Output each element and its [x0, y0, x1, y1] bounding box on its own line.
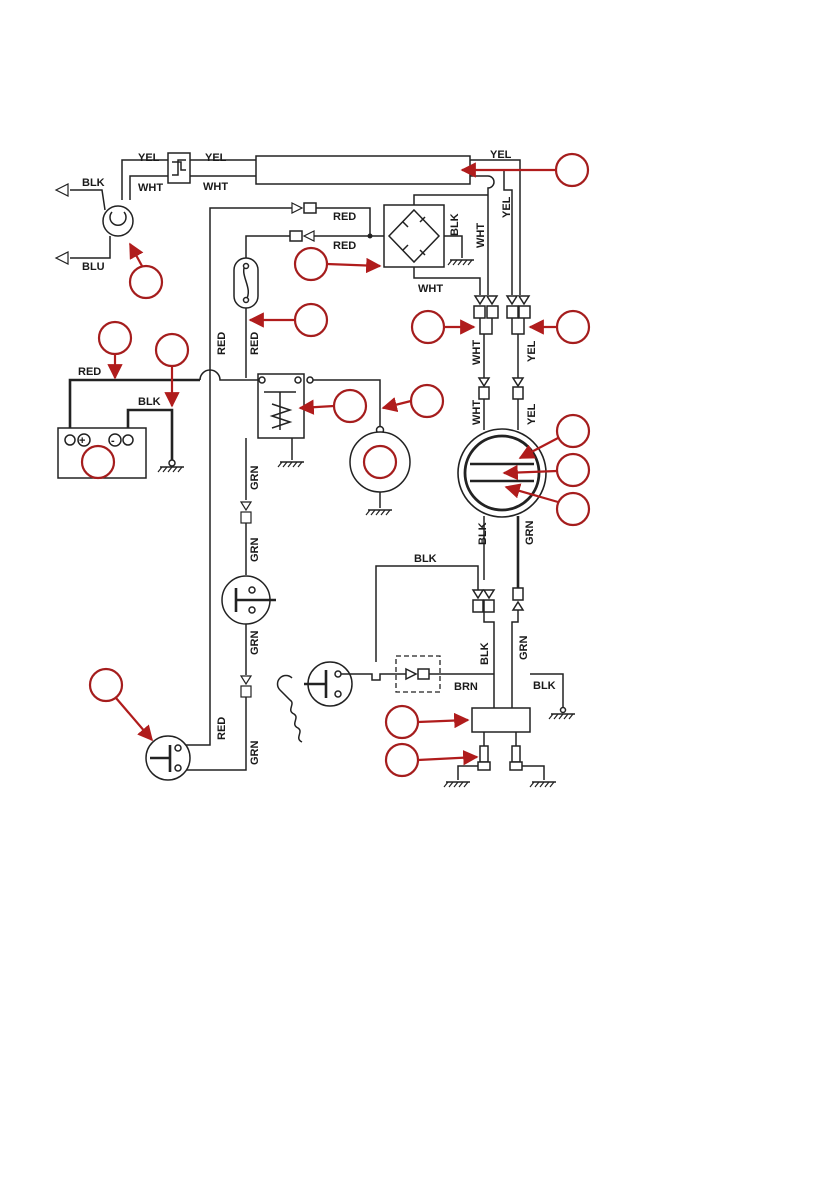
- callout-circle: [557, 415, 589, 447]
- wire-label: WHT: [138, 182, 163, 194]
- plus-icon: +: [79, 435, 85, 447]
- callout-circle: [130, 266, 162, 298]
- callout-circle: [90, 669, 122, 701]
- wire-label: YEL: [205, 152, 227, 164]
- wire-label: GRN: [249, 466, 261, 491]
- headlight-bulb-icon: [103, 206, 133, 236]
- wire-label: BLK: [138, 396, 161, 408]
- spark-plug-icon: [480, 746, 488, 762]
- callout-circle: [386, 744, 418, 776]
- wire-label: YEL: [526, 403, 538, 425]
- callout-circle: [557, 454, 589, 486]
- rectifier: [384, 205, 444, 267]
- wire-label: GRN: [249, 631, 261, 656]
- wire-label: WHT: [471, 400, 483, 425]
- wire-label: BLK: [533, 680, 556, 692]
- wire-label: BLK: [479, 642, 491, 665]
- wire-label: GRN: [518, 636, 530, 661]
- callout-circle: [295, 248, 327, 280]
- wire-label: GRN: [524, 521, 536, 546]
- wire-label: RED: [333, 240, 356, 252]
- wire-label: BLU: [82, 261, 105, 273]
- callout-circle: [364, 446, 396, 478]
- cdi-unit: [472, 708, 530, 732]
- callout-circle: [411, 385, 443, 417]
- wire-label: YEL: [138, 152, 160, 164]
- callout-circle: [156, 334, 188, 366]
- callout-circle: [557, 311, 589, 343]
- callout-circle: [412, 311, 444, 343]
- wire-label: BRN: [454, 681, 478, 693]
- arrow-out-icon: [56, 184, 68, 196]
- callout-circle: [386, 706, 418, 738]
- wire-label: BLK: [477, 522, 489, 545]
- wire-label: RED: [216, 717, 228, 740]
- wire-label: WHT: [418, 283, 443, 295]
- wire-label: RED: [78, 366, 101, 378]
- callout-circle: [557, 493, 589, 525]
- callout-circle: [99, 322, 131, 354]
- callout-circle: [295, 304, 327, 336]
- wire-label: RED: [249, 332, 261, 355]
- wire-harness: [256, 156, 470, 184]
- callout-circle: [334, 390, 366, 422]
- wire-label: GRN: [249, 538, 261, 563]
- wire-label: GRN: [249, 741, 261, 766]
- wire-label: WHT: [203, 181, 228, 193]
- callout-circle: [82, 446, 114, 478]
- ignition-group: BLK BLK GRN BRN BLK: [278, 553, 575, 787]
- wire-label: YEL: [526, 340, 538, 362]
- arrow-out-icon: [56, 252, 68, 264]
- light-switch: [168, 153, 190, 183]
- wire-label: WHT: [471, 340, 483, 365]
- wire-label: BLK: [414, 553, 437, 565]
- fuse-group: RED RED: [216, 258, 261, 378]
- wire-label: BLK: [82, 177, 105, 189]
- spark-plug-icon: [512, 746, 520, 762]
- wire-label: RED: [333, 211, 356, 223]
- wire-label: YEL: [501, 196, 513, 218]
- wire-label: BLK: [449, 213, 461, 236]
- callout-circle: [556, 154, 588, 186]
- wire-label: YEL: [490, 149, 512, 161]
- relay-horn-group: [246, 374, 410, 515]
- wire-label: RED: [216, 332, 228, 355]
- switch-column-group: GRN GRN GRN GRN RED: [146, 380, 276, 780]
- magneto-connector-group: WHT YEL WHT YEL: [471, 296, 538, 430]
- wire-label: WHT: [475, 223, 487, 248]
- minus-icon: -: [111, 435, 115, 447]
